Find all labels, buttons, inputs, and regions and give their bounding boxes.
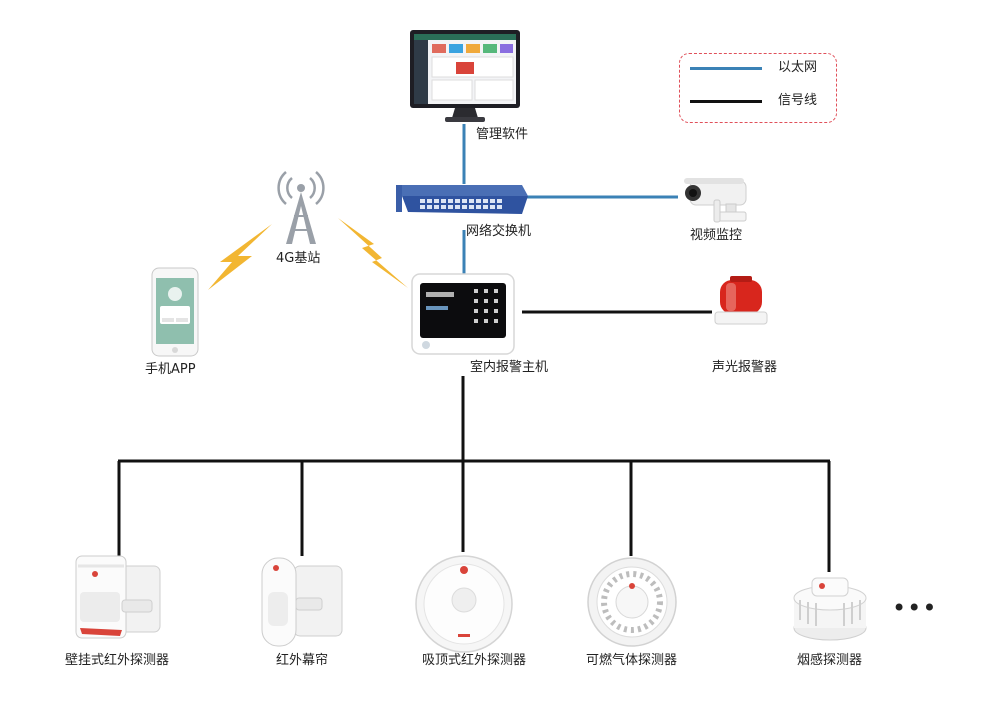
ceiling-pir-detector-icon bbox=[415, 555, 513, 653]
base-station-label: 4G基站 bbox=[276, 251, 321, 266]
detector-label-gas: 可燃气体探测器 bbox=[586, 653, 678, 668]
network-switch-icon bbox=[396, 185, 528, 214]
wall-mounted-pir-detector-icon bbox=[75, 555, 161, 639]
legend-ethernet-line bbox=[690, 67, 762, 70]
management-software-label: 管理软件 bbox=[476, 127, 529, 142]
more-devices-ellipsis: ••• bbox=[892, 594, 938, 622]
gas-detector-icon bbox=[587, 557, 677, 647]
video-surveillance-label: 视频监控 bbox=[690, 228, 743, 243]
alarm-host-label: 室内报警主机 bbox=[470, 360, 549, 375]
detector-label-ceiling-pir: 吸顶式红外探测器 bbox=[422, 653, 527, 668]
monitor-icon bbox=[410, 30, 520, 122]
smartphone-icon bbox=[151, 267, 199, 357]
cell-tower-icon bbox=[277, 171, 325, 244]
legend-signal-label: 信号线 bbox=[778, 93, 818, 108]
legend: 以太网 信号线 bbox=[679, 53, 837, 123]
network-switch-label: 网络交换机 bbox=[466, 224, 532, 239]
legend-ethernet-label: 以太网 bbox=[778, 60, 818, 75]
mobile-app-label: 手机APP bbox=[145, 362, 196, 377]
alarm-host-panel-icon bbox=[411, 273, 515, 355]
smoke-detector-icon bbox=[793, 577, 867, 641]
strobe-siren-icon bbox=[714, 276, 768, 325]
detector-label-wall-pir: 壁挂式红外探测器 bbox=[65, 653, 170, 668]
infrared-curtain-detector-icon bbox=[261, 557, 343, 647]
detector-label-curtain: 红外幕帘 bbox=[276, 653, 329, 668]
sound-light-alarm-label: 声光报警器 bbox=[712, 360, 778, 375]
detector-label-smoke: 烟感探测器 bbox=[797, 653, 863, 668]
bullet-camera-icon bbox=[684, 178, 747, 223]
wireless-bolt-phone-icon bbox=[208, 224, 272, 290]
legend-signal-line bbox=[690, 100, 762, 103]
wireless-bolt-host-icon bbox=[338, 218, 408, 288]
